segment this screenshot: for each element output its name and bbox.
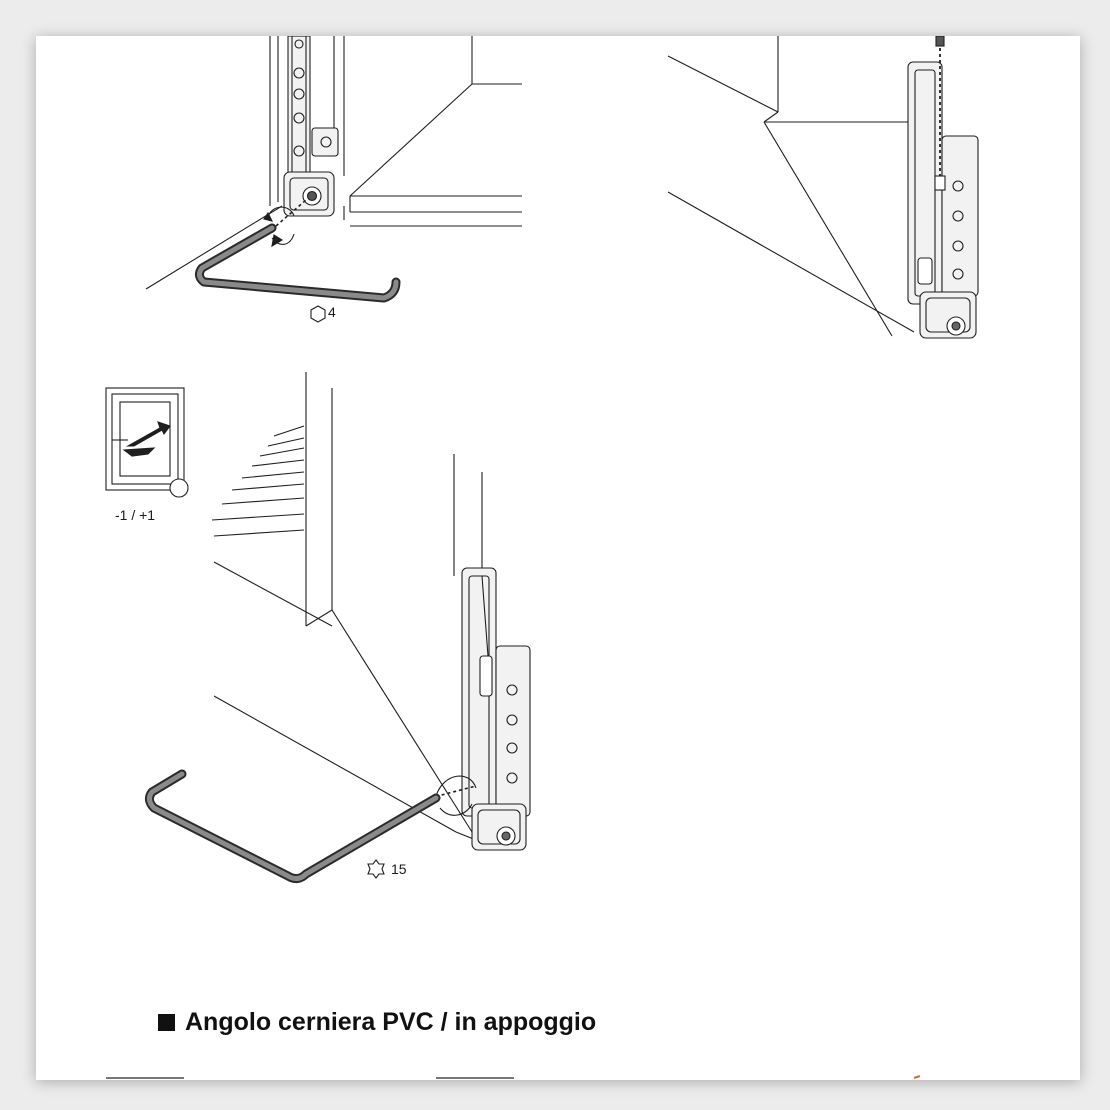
- torx-star-icon: [367, 859, 385, 879]
- adjustment-range-label: -1 / +1: [115, 507, 156, 523]
- illustration-hex-adjustment: [145, 36, 522, 323]
- illustration-torx-adjustment: [144, 372, 531, 884]
- section-heading: Angolo cerniera PVC / in appoggio: [158, 1008, 596, 1037]
- illustration-hinge-top: [667, 36, 979, 339]
- hexagon-icon: [310, 305, 326, 323]
- manual-page: 4 -1 / +1 15 Angolo cerniera PVC / in ap…: [36, 36, 1080, 1080]
- hex-key-size-label: 4: [328, 304, 336, 320]
- illustrations: [105, 36, 979, 1079]
- window-adjust-icon: [105, 387, 189, 498]
- square-bullet-icon: [158, 1014, 175, 1031]
- section-title: Angolo cerniera PVC / in appoggio: [185, 1008, 597, 1036]
- torx-key-size-label: 15: [391, 861, 407, 877]
